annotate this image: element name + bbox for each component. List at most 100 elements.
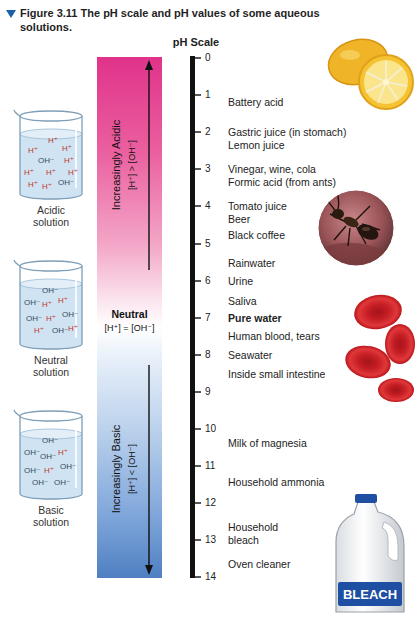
band-label: [H⁺] = [OH⁻] xyxy=(105,323,155,333)
beaker-liquid xyxy=(20,279,82,349)
ph-number: 12 xyxy=(205,497,216,509)
ion-label: OH⁻ xyxy=(24,298,40,307)
ph-number: 6 xyxy=(205,275,211,287)
ion-label: H⁺ xyxy=(46,168,56,177)
ph-number: 3 xyxy=(205,163,211,175)
ion-label: OH⁻ xyxy=(42,436,58,445)
band-vertical-label: Increasingly Acidic xyxy=(110,120,123,211)
beaker-caption: Acidic solution xyxy=(21,204,81,228)
ph-number: 2 xyxy=(205,126,211,138)
ph-number: 1 xyxy=(205,89,211,101)
ph-number: 14 xyxy=(205,571,216,583)
beaker-glass xyxy=(20,266,82,349)
solution-name: Rainwater xyxy=(228,257,275,270)
beaker-spout xyxy=(14,410,20,416)
solution-beaker: OH⁻OH⁻H⁺OH⁻OH⁻OH⁻H⁺OH⁻OH⁻Basic solution xyxy=(12,408,90,540)
beaker-liquid xyxy=(20,129,82,199)
scale-bar xyxy=(190,56,201,578)
solution-name: Household ammonia xyxy=(228,476,324,489)
ph-number: 4 xyxy=(205,200,211,212)
blood-cells-picture xyxy=(342,291,415,402)
ion-label: H⁺ xyxy=(28,146,38,155)
ph-number: 5 xyxy=(205,238,211,250)
beaker-shine xyxy=(75,122,77,188)
bottle-label: BLEACH xyxy=(343,587,397,603)
solution-name: Gastric juice (in stomach) xyxy=(228,126,346,139)
ion-label: H⁺ xyxy=(28,180,38,189)
basic-arrow-head xyxy=(145,565,153,575)
solution-name: Oven cleaner xyxy=(228,558,290,571)
ph-number: 13 xyxy=(205,534,216,546)
solution-name: Beer xyxy=(228,213,250,226)
beaker-rim xyxy=(20,261,82,271)
solution-name: Milk of magnesia xyxy=(228,437,307,450)
solution-name: Tomato juice xyxy=(228,200,287,213)
ion-label: OH⁻ xyxy=(52,326,68,335)
basic-arrow-shaft xyxy=(148,365,149,566)
ion-label: OH⁻ xyxy=(60,462,76,471)
ant-photo xyxy=(318,190,400,270)
lemon-picture xyxy=(323,33,413,109)
beaker-caption: Neutral solution xyxy=(21,354,81,378)
solution-name: Human blood, tears xyxy=(228,330,320,343)
bleach-bottle-picture xyxy=(336,494,404,612)
scale-heading: pH Scale xyxy=(173,36,219,49)
ion-label: OH⁻ xyxy=(24,466,40,475)
band-label: Neutral xyxy=(111,308,147,320)
beaker-rim xyxy=(20,111,82,121)
ph-number: 8 xyxy=(205,349,211,361)
beaker-glass xyxy=(20,116,82,199)
ion-label: H⁺ xyxy=(48,136,58,145)
ph-number: 7 xyxy=(205,312,211,324)
ion-label: OH⁻ xyxy=(54,478,70,487)
solution-name: Pure water xyxy=(228,312,282,325)
solution-name: Vinegar, wine, cola xyxy=(228,163,316,176)
ph-number: 10 xyxy=(205,423,216,435)
solution-beaker: OH⁻OH⁻H⁺H⁺OH⁻OH⁻H⁺H⁺OH⁻H⁺Neutral solutio… xyxy=(12,258,90,390)
ion-label: OH⁻ xyxy=(40,452,56,461)
beaker-spout xyxy=(14,110,20,116)
ph-number: 9 xyxy=(205,386,211,398)
ion-label: H⁺ xyxy=(42,300,52,309)
solution-name: Urine xyxy=(228,275,253,288)
ion-label: H⁺ xyxy=(68,324,78,333)
solution-name: Saliva xyxy=(228,295,257,308)
beaker-liquid xyxy=(20,429,82,499)
ion-label: H⁺ xyxy=(34,326,44,335)
ion-label: OH⁻ xyxy=(62,310,78,319)
ion-label: H⁺ xyxy=(64,156,74,165)
ion-label: H⁺ xyxy=(42,182,52,191)
ion-label: H⁺ xyxy=(46,314,56,323)
solution-beaker: H⁺H⁺H⁺OH⁻H⁺H⁺H⁺OH⁻H⁺H⁺H⁺Acidic solution xyxy=(12,108,90,240)
ion-label: H⁺ xyxy=(44,466,54,475)
ion-label: H⁺ xyxy=(24,168,34,177)
band-vertical-label: Increasingly Basic xyxy=(110,425,123,514)
beaker-glass xyxy=(20,416,82,499)
ion-label: OH⁻ xyxy=(26,314,42,323)
solution-name: Lemon juice xyxy=(228,139,285,152)
band-vertical-label: [H⁺] < [OH⁻] xyxy=(127,444,137,494)
ion-label: H⁺ xyxy=(58,296,68,305)
acidic-arrow-head xyxy=(145,60,153,70)
solution-name: Battery acid xyxy=(228,96,283,109)
figure-title: Figure 3.11 The pH scale and pH values o… xyxy=(20,6,350,34)
ion-label: OH⁻ xyxy=(24,448,40,457)
ph-number: 0 xyxy=(205,52,211,64)
ph-gradient-band: Increasingly Acidic [H⁺] > [OH⁻] Neutral [H… xyxy=(97,57,162,578)
beaker-shine xyxy=(75,422,77,488)
beaker-rim xyxy=(20,411,82,421)
title-marker xyxy=(6,10,16,18)
ion-label: OH⁻ xyxy=(58,178,74,187)
solution-name: Formic acid (from ants) xyxy=(228,176,336,189)
acidic-arrow-shaft xyxy=(148,69,149,270)
ion-label: H⁺ xyxy=(58,448,68,457)
solution-name: Household bleach xyxy=(228,521,292,547)
ion-label: OH⁻ xyxy=(42,286,58,295)
solution-name: Inside small intestine xyxy=(228,368,325,381)
solution-name: Black coffee xyxy=(228,229,285,242)
band-vertical-label: [H⁺] > [OH⁻] xyxy=(127,140,137,190)
ion-label: OH⁻ xyxy=(32,478,48,487)
beaker-caption: Basic solution xyxy=(21,504,81,528)
beaker-spout xyxy=(14,260,20,266)
